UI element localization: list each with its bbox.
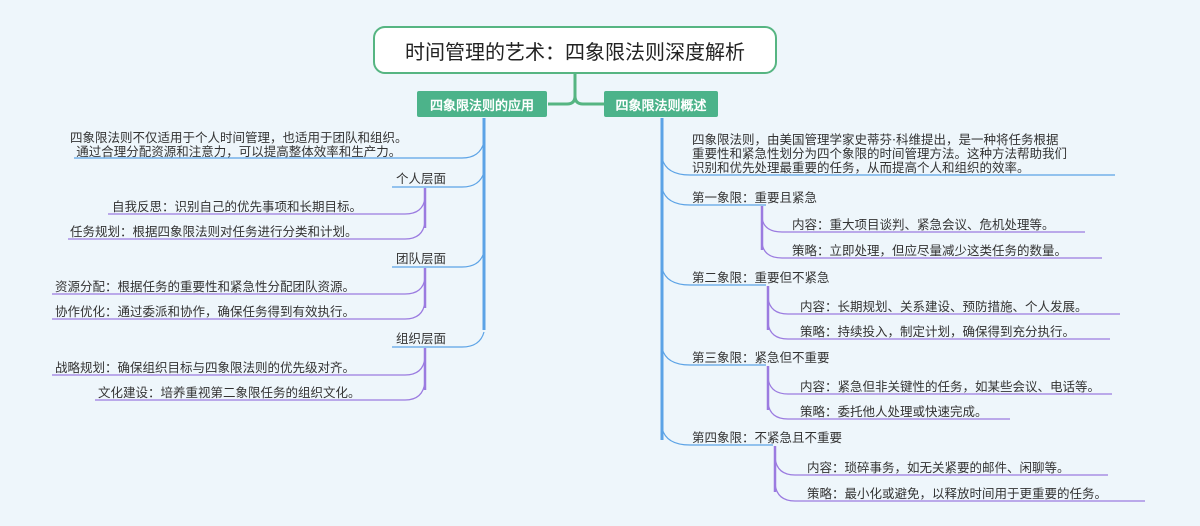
quadrant-label: 第四象限：不紧急且不重要 xyxy=(692,430,843,445)
item-resource-allocation[interactable]: 资源分配：根据任务的重要性和紧急性分配团队资源。 xyxy=(55,280,355,294)
quadrant-label: 第一象限：重要且紧急 xyxy=(692,190,818,205)
group-team[interactable]: 团队层面 xyxy=(396,252,446,266)
quadrant-content-text: 内容：琐碎事务，如无关紧要的邮件、闲聊等。 xyxy=(807,460,1070,475)
quadrant-1-strategy[interactable]: 策略：立即处理，但应尽量减少这类任务的数量。 xyxy=(792,244,1067,258)
group-personal[interactable]: 个人层面 xyxy=(396,172,446,186)
quadrant-content-text: 内容：紧急但非关键性的任务，如某些会议、电话等。 xyxy=(800,379,1101,394)
overview-intro[interactable]: 四象限法则，由美国管理学家史蒂芬·科维提出，是一种将任务根据 重要性和紧急性划分… xyxy=(692,133,1067,175)
group-team-label: 团队层面 xyxy=(396,251,447,266)
overview-intro-line: 识别和优先处理最重要的任务，从而提高个人和组织的效率。 xyxy=(692,160,1030,175)
quadrant-content-text: 内容：长期规划、关系建设、预防措施、个人发展。 xyxy=(800,299,1088,314)
overview-intro-line: 重要性和紧急性划分为四个象限的时间管理方法。这种方法帮助我们 xyxy=(692,146,1068,161)
item-task-planning[interactable]: 任务规划：根据四象限法则对任务进行分类和计划。 xyxy=(70,225,358,239)
quadrant-strategy-text: 策略：立即处理，但应尽量减少这类任务的数量。 xyxy=(792,243,1068,258)
quadrant-1-content[interactable]: 内容：重大项目谈判、紧急会议、危机处理等。 xyxy=(792,218,1055,232)
branch-overview[interactable]: 四象限法则概述 xyxy=(604,91,718,117)
quadrant-4-content[interactable]: 内容：琐碎事务，如无关紧要的邮件、闲聊等。 xyxy=(807,461,1070,475)
group-organization[interactable]: 组织层面 xyxy=(396,332,446,346)
group-personal-label: 个人层面 xyxy=(396,171,447,186)
item-text: 资源分配：根据任务的重要性和紧急性分配团队资源。 xyxy=(55,279,356,294)
quadrant-1[interactable]: 第一象限：重要且紧急 xyxy=(692,191,817,205)
item-text: 战略规划：确保组织目标与四象限法则的优先级对齐。 xyxy=(55,360,356,375)
quadrant-3[interactable]: 第三象限：紧急但不重要 xyxy=(692,351,830,365)
root-title: 时间管理的艺术：四象限法则深度解析 xyxy=(405,39,745,64)
root-topic[interactable]: 时间管理的艺术：四象限法则深度解析 xyxy=(373,26,777,74)
item-text: 任务规划：根据四象限法则对任务进行分类和计划。 xyxy=(70,224,358,239)
quadrant-2-strategy[interactable]: 策略：持续投入，制定计划，确保得到充分执行。 xyxy=(800,325,1075,339)
quadrant-2-content[interactable]: 内容：长期规划、关系建设、预防措施、个人发展。 xyxy=(800,300,1088,314)
application-intro-line: 通过合理分配资源和注意力，可以提高整体效率和生产力。 xyxy=(76,144,402,159)
quadrant-label: 第二象限：重要但不紧急 xyxy=(692,270,830,285)
item-self-reflection[interactable]: 自我反思：识别自己的优先事项和长期目标。 xyxy=(112,200,362,214)
quadrant-label: 第三象限：紧急但不重要 xyxy=(692,350,830,365)
quadrant-3-content[interactable]: 内容：紧急但非关键性的任务，如某些会议、电话等。 xyxy=(800,380,1100,394)
quadrant-4-strategy[interactable]: 策略：最小化或避免，以释放时间用于更重要的任务。 xyxy=(807,487,1107,501)
quadrant-strategy-text: 策略：持续投入，制定计划，确保得到充分执行。 xyxy=(800,324,1076,339)
item-text: 自我反思：识别自己的优先事项和长期目标。 xyxy=(112,199,363,214)
item-collaboration[interactable]: 协作优化：通过委派和协作，确保任务得到有效执行。 xyxy=(55,305,355,319)
quadrant-strategy-text: 策略：最小化或避免，以释放时间用于更重要的任务。 xyxy=(807,486,1108,501)
quadrant-content-text: 内容：重大项目谈判、紧急会议、危机处理等。 xyxy=(792,217,1055,232)
application-intro[interactable]: 四象限法则不仅适用于个人时间管理，也适用于团队和组织。 通过合理分配资源和注意力… xyxy=(70,131,408,159)
branch-application[interactable]: 四象限法则的应用 xyxy=(417,91,547,117)
overview-intro-line: 四象限法则，由美国管理学家史蒂芬·科维提出，是一种将任务根据 xyxy=(692,132,1059,147)
application-intro-line: 四象限法则不仅适用于个人时间管理，也适用于团队和组织。 xyxy=(70,130,408,145)
branch-application-label: 四象限法则的应用 xyxy=(429,98,534,114)
quadrant-strategy-text: 策略：委托他人处理或快速完成。 xyxy=(800,404,988,419)
item-strategy-planning[interactable]: 战略规划：确保组织目标与四象限法则的优先级对齐。 xyxy=(55,361,355,375)
branch-overview-label: 四象限法则概述 xyxy=(615,98,707,114)
item-culture-building[interactable]: 文化建设：培养重视第二象限任务的组织文化。 xyxy=(98,386,361,400)
group-organization-label: 组织层面 xyxy=(396,331,447,346)
item-text: 协作优化：通过委派和协作，确保任务得到有效执行。 xyxy=(55,304,356,319)
quadrant-2[interactable]: 第二象限：重要但不紧急 xyxy=(692,271,830,285)
quadrant-3-strategy[interactable]: 策略：委托他人处理或快速完成。 xyxy=(800,405,988,419)
quadrant-4[interactable]: 第四象限：不紧急且不重要 xyxy=(692,431,842,445)
item-text: 文化建设：培养重视第二象限任务的组织文化。 xyxy=(98,385,361,400)
